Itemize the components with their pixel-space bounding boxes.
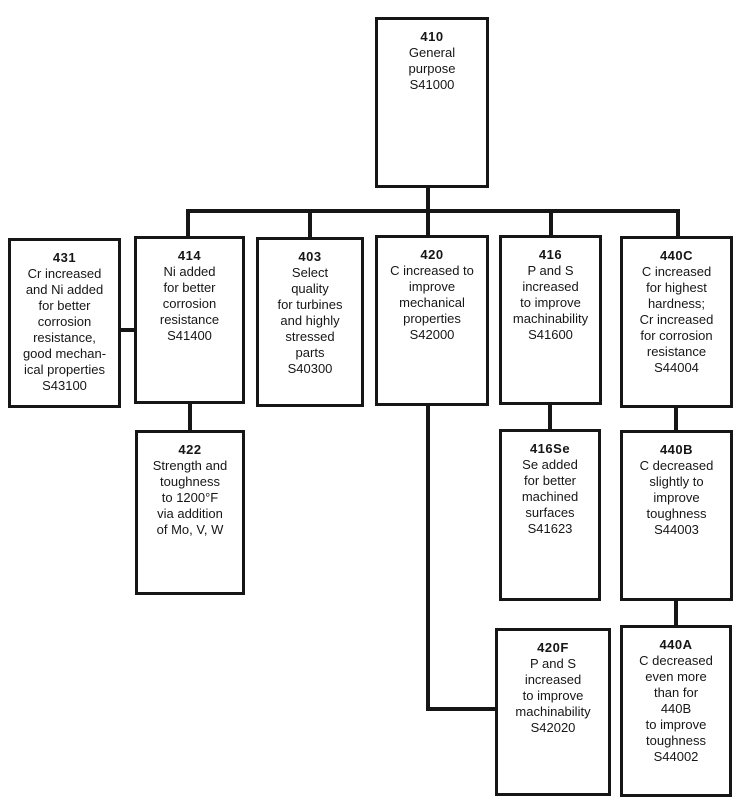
node-420-description: C increased to improve mechanical proper… bbox=[390, 263, 474, 342]
node-440A-description: C decreased even more than for 440B to i… bbox=[639, 653, 713, 764]
connector-trunk-414 bbox=[186, 211, 190, 237]
node-410: 410 General purpose S41000 bbox=[375, 17, 489, 188]
connector-trunk-416 bbox=[549, 211, 553, 236]
connector-trunk-403 bbox=[308, 211, 312, 238]
node-414-code: 414 bbox=[177, 248, 202, 263]
node-420-code: 420 bbox=[420, 247, 444, 262]
node-420F-description: P and S increased to improve machinabili… bbox=[515, 656, 591, 735]
node-416: 416 P and S increased to improve machina… bbox=[499, 235, 602, 405]
node-416Se: 416Se Se added for better machined surfa… bbox=[499, 429, 601, 601]
node-431: 431 Cr increased and Ni added for better… bbox=[8, 238, 121, 408]
node-420F: 420F P and S increased to improve machin… bbox=[495, 628, 611, 796]
node-414-description: Ni added for better corrosion resistance… bbox=[159, 264, 220, 343]
node-410-code: 410 bbox=[420, 29, 444, 44]
node-440C-description: C increased for highest hardness; Cr inc… bbox=[639, 264, 714, 375]
connector-420-drop bbox=[426, 404, 430, 711]
node-440A: 440A C decreased even more than for 440B… bbox=[620, 625, 732, 797]
node-416Se-description: Se added for better machined surfaces S4… bbox=[521, 457, 579, 536]
node-422-code: 422 bbox=[178, 442, 202, 457]
connector-431-414 bbox=[118, 328, 137, 332]
connector-414-422 bbox=[188, 402, 192, 431]
node-422: 422 Strength and toughness to 1200°F via… bbox=[135, 430, 245, 595]
connector-440C-440B bbox=[674, 406, 678, 431]
node-403-description: Select quality for turbines and highly s… bbox=[277, 265, 343, 376]
node-410-description: General purpose S41000 bbox=[408, 45, 456, 92]
node-403: 403 Select quality for turbines and high… bbox=[256, 237, 364, 407]
node-420: 420 C increased to improve mechanical pr… bbox=[375, 235, 489, 406]
connector-420-420F bbox=[426, 707, 498, 711]
connector-416-416Se bbox=[548, 403, 552, 430]
node-440C: 440C C increased for highest hardness; C… bbox=[620, 236, 733, 408]
connector-440B-440A bbox=[674, 599, 678, 626]
connector-trunk-440C bbox=[676, 211, 680, 237]
node-440A-code: 440A bbox=[659, 637, 693, 652]
node-440B-description: C decreased slightly to improve toughnes… bbox=[639, 458, 714, 537]
connector-trunk bbox=[186, 209, 680, 213]
node-416Se-code: 416Se bbox=[529, 441, 571, 456]
node-440C-code: 440C bbox=[659, 248, 694, 263]
node-416-code: 416 bbox=[538, 247, 563, 262]
connector-trunk-420 bbox=[426, 211, 430, 236]
node-416-description: P and S increased to improve machinabili… bbox=[512, 263, 589, 342]
node-431-description: Cr increased and Ni added for better cor… bbox=[22, 266, 107, 393]
node-440B-code: 440B bbox=[659, 442, 694, 457]
node-403-code: 403 bbox=[298, 249, 322, 264]
node-431-code: 431 bbox=[52, 250, 77, 265]
node-420F-code: 420F bbox=[537, 640, 569, 655]
node-440B: 440B C decreased slightly to improve tou… bbox=[620, 430, 733, 601]
node-414: 414 Ni added for better corrosion resist… bbox=[134, 236, 245, 404]
node-422-description: Strength and toughness to 1200°F via add… bbox=[152, 458, 228, 537]
connector-410-trunk bbox=[426, 186, 430, 212]
